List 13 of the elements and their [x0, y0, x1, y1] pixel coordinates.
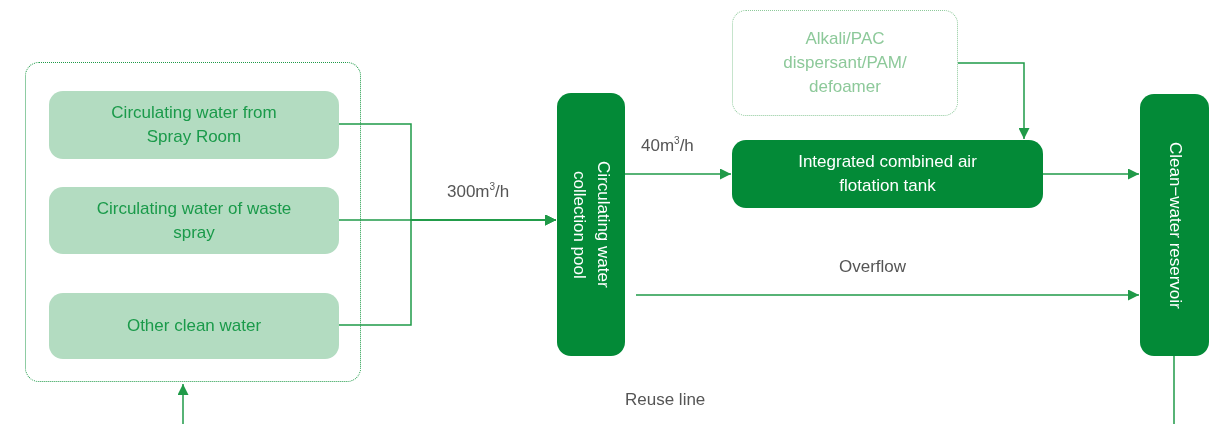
source-box: Circulating water from Spray Room	[49, 91, 339, 159]
source-box: Other clean water	[49, 293, 339, 359]
arrow	[957, 62, 1030, 140]
arrow	[1042, 168, 1140, 180]
tank-box: Clean−water reservoir	[1140, 94, 1209, 356]
arrow	[177, 383, 189, 424]
process-box: Integrated combined air flotation tank	[732, 140, 1043, 208]
source-box: Circulating water of waste spray	[49, 187, 339, 254]
arrow	[635, 289, 1140, 301]
arrow	[624, 168, 732, 180]
line-label: Reuse line	[625, 390, 706, 410]
arrow	[337, 214, 557, 326]
tank-box: Circulating water collection pool	[557, 93, 625, 356]
